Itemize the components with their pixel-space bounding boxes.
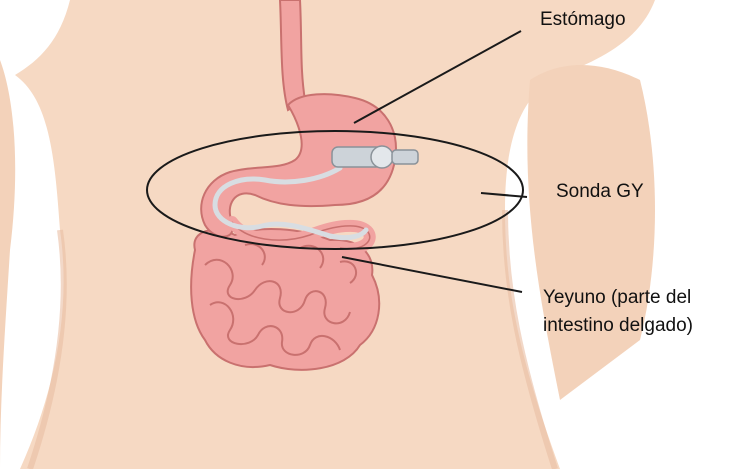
jejunum-label: Yeyuno (parte del intestino delgado) (543, 284, 693, 339)
right-arm (527, 65, 655, 400)
tube-port-cap (371, 146, 393, 168)
left-arm (0, 60, 15, 469)
jejunum-label-line-1: Yeyuno (parte del (543, 284, 693, 312)
tube-port-stem (392, 150, 418, 164)
gy-tube-label: Sonda GY (556, 178, 644, 206)
jejunum-label-line-2: intestino delgado) (543, 312, 693, 340)
stomach-label: Estómago (540, 6, 626, 34)
esophagus (280, 0, 305, 110)
